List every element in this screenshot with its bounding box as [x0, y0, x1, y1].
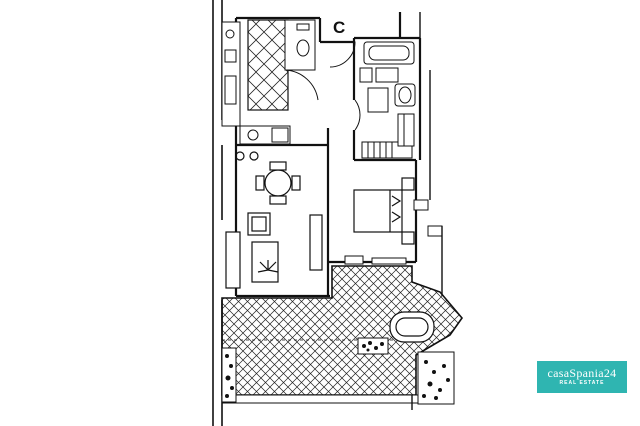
windows [344, 199, 443, 265]
brand-name: casaSpania24 [547, 366, 617, 380]
planters [221, 337, 455, 405]
jacuzzi [389, 311, 435, 343]
brand-logo: casaSpania24 REAL ESTATE [537, 361, 627, 393]
bed [353, 177, 415, 245]
living-furniture [225, 212, 323, 289]
kitchen-counter [221, 21, 291, 145]
building-left-wall [212, 0, 223, 426]
wardrobe [361, 113, 415, 159]
kitchen-floor [247, 19, 289, 111]
unit-label: C [333, 18, 346, 37]
entry-door [329, 41, 356, 68]
terrace [221, 265, 464, 404]
right-facade [411, 12, 443, 410]
wc [284, 19, 319, 101]
bathroom [354, 41, 416, 131]
brand-tagline: REAL ESTATE [559, 380, 605, 386]
dining-table [235, 151, 301, 205]
